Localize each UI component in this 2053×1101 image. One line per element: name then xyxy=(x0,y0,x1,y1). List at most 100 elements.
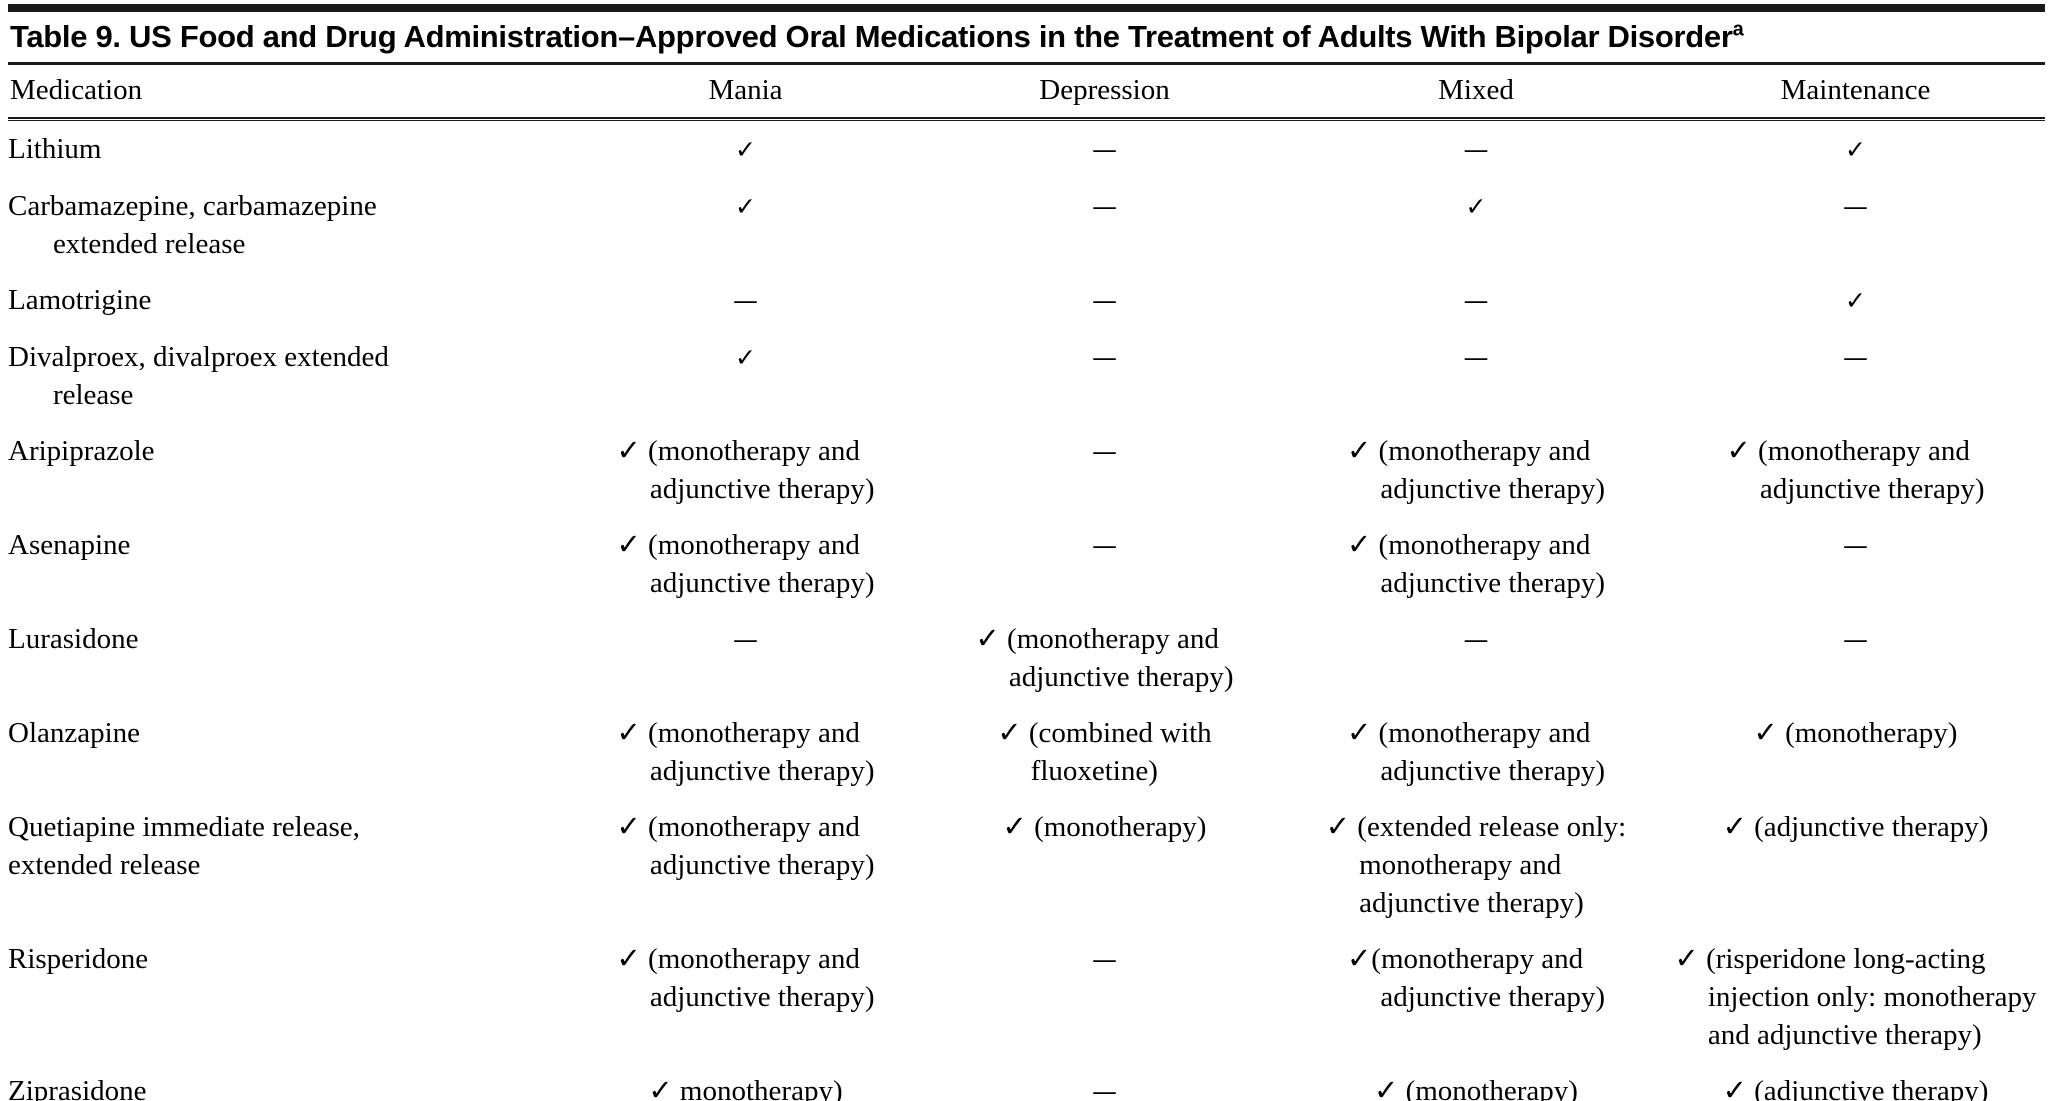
cell-mixed: ✓ (monotherapy and adjunctive therapy) xyxy=(1286,517,1666,611)
cell-value: ✓ (monotherapy and adjunctive therapy) xyxy=(1347,529,1605,599)
cell-mixed: ✓ xyxy=(1286,178,1666,272)
cell-mania: ✓ (monotherapy and adjunctive therapy) xyxy=(568,931,923,1063)
cell-value: ✓ (monotherapy) xyxy=(1374,1075,1578,1101)
cell-mixed: ✓ (extended release only: monotherapy an… xyxy=(1286,799,1666,931)
table-row: Olanzapine ✓ (monotherapy and adjunctive … xyxy=(8,705,2045,799)
header-row: Medication Mania Depression Mixed Mainte… xyxy=(8,65,2045,117)
cell-maintenance: ✓ (monotherapy and adjunctive therapy) xyxy=(1666,423,2045,517)
cell-value: ✓ (monotherapy and adjunctive therapy) xyxy=(616,943,875,1013)
cell-value: ✓ (monotherapy) xyxy=(1753,717,1958,749)
cell-value: — xyxy=(1843,625,1868,654)
cell-value: — xyxy=(733,625,758,654)
cell-value: ✓ (monotherapy and adjunctive therapy) xyxy=(616,811,875,881)
cell-value: ✓ (monotherapy and adjunctive therapy) xyxy=(1347,717,1605,787)
cell-mixed: ✓ (monotherapy and adjunctive therapy) xyxy=(1286,423,1666,517)
cell-depression: ✓ (monotherapy) xyxy=(923,799,1286,931)
cell-mania: ✓ (monotherapy and adjunctive therapy) xyxy=(568,517,923,611)
cell-mixed: ✓(monotherapy and adjunctive therapy) xyxy=(1286,931,1666,1063)
column-header-medication: Medication xyxy=(10,74,143,106)
table-row: Lamotrigine — — — ✓ xyxy=(8,272,2045,329)
medication-name-continuation: release xyxy=(52,379,134,411)
table-title: Table 9. US Food and Drug Administration… xyxy=(8,12,2045,62)
cell-mixed: — xyxy=(1286,272,1666,329)
medication-name: Divalproex, divalproex extended xyxy=(8,341,389,373)
table-title-footnote-marker: a xyxy=(1732,18,1744,41)
medication-name: Asenapine xyxy=(8,529,131,561)
cell-depression: ✓ (combined with fluoxetine) xyxy=(923,705,1286,799)
table-top-rule xyxy=(8,4,2045,12)
cell-value: ✓ xyxy=(1465,192,1487,221)
cell-value: ✓ (monotherapy) xyxy=(1002,811,1207,843)
cell-value: ✓ xyxy=(1845,286,1866,315)
table-row: Asenapine ✓ (monotherapy and adjunctive t… xyxy=(8,517,2045,611)
cell-mania: ✓ xyxy=(568,178,923,272)
cell-medication: Lithium xyxy=(8,121,568,178)
cell-value: ✓ (extended release only: monotherapy an… xyxy=(1325,811,1627,919)
medication-name: Lamotrigine xyxy=(8,284,152,316)
cell-value: ✓ xyxy=(735,343,756,372)
cell-mixed: — xyxy=(1286,611,1666,705)
cell-mania: ✓ (monotherapy and adjunctive therapy) xyxy=(568,423,923,517)
cell-depression: — xyxy=(923,423,1286,517)
medication-name: Olanzapine xyxy=(8,717,141,749)
cell-maintenance: ✓ (risperidone long-acting injection onl… xyxy=(1666,931,2045,1063)
table-row: Lithium✓——✓ xyxy=(8,121,2045,178)
table-title-rule xyxy=(8,62,2045,65)
cell-value: ✓ (combined with fluoxetine) xyxy=(997,717,1212,787)
medication-name: Lithium xyxy=(8,133,102,165)
table-row: Risperidone ✓ (monotherapy and adjunctive… xyxy=(8,931,2045,1063)
medication-name: Risperidone xyxy=(8,943,149,975)
table-row: Lurasidone—✓ (monotherapy and adjunctive… xyxy=(8,611,2045,705)
cell-medication: Ziprasidone xyxy=(8,1063,568,1101)
column-header-maintenance: Maintenance xyxy=(1780,74,1931,106)
cell-value: — xyxy=(1092,437,1117,466)
cell-value: ✓(monotherapy and adjunctive therapy) xyxy=(1347,943,1605,1013)
cell-maintenance: — xyxy=(1666,517,2045,611)
cell-mania: ✓ (monotherapy and adjunctive therapy) xyxy=(568,799,923,931)
column-header-mania: Mania xyxy=(708,74,783,106)
cell-value: — xyxy=(1463,343,1489,372)
cell-value: — xyxy=(1092,286,1117,315)
cell-mania: — xyxy=(568,611,923,705)
cell-mixed: — xyxy=(1286,121,1666,178)
cell-maintenance: ✓ (adjunctive therapy) xyxy=(1666,1063,2045,1101)
cell-value: — xyxy=(1092,343,1117,372)
cell-depression: — xyxy=(923,517,1286,611)
column-header-depression: Depression xyxy=(1039,74,1170,106)
cell-value: ✓ (monotherapy and adjunctive therapy) xyxy=(616,529,875,599)
cell-depression: ✓ (monotherapy and adjunctive therapy) xyxy=(923,611,1286,705)
cell-depression: — xyxy=(923,931,1286,1063)
cell-value: ✓ (risperidone long-acting injection onl… xyxy=(1674,943,2037,1051)
medication-name-continuation: extended release xyxy=(52,228,246,260)
medication-name: Lurasidone xyxy=(8,623,139,655)
cell-medication: Aripiprazole xyxy=(8,423,568,517)
cell-depression: — xyxy=(923,329,1286,423)
cell-mania: — xyxy=(568,272,923,329)
cell-mania: ✓ monotherapy) xyxy=(568,1063,923,1101)
cell-value: — xyxy=(1092,945,1117,974)
table-row: Divalproex, divalproex extended release ✓ —… xyxy=(8,329,2045,423)
cell-mixed: ✓ (monotherapy and adjunctive therapy) xyxy=(1286,705,1666,799)
medication-name: Quetiapine immediate release, xyxy=(8,811,360,843)
cell-maintenance: — xyxy=(1666,611,2045,705)
cell-value: — xyxy=(1843,343,1868,372)
cell-mixed: ✓ (monotherapy) xyxy=(1286,1063,1666,1101)
cell-mania: ✓ (monotherapy and adjunctive therapy) xyxy=(568,705,923,799)
medication-name: Ziprasidone xyxy=(8,1075,147,1101)
cell-medication: Risperidone xyxy=(8,931,568,1063)
cell-maintenance: ✓ (monotherapy) xyxy=(1666,705,2045,799)
cell-medication: Lurasidone xyxy=(8,611,568,705)
cell-mania: ✓ xyxy=(568,121,923,178)
cell-medication: Divalproex, divalproex extended release xyxy=(8,329,568,423)
table-row: Aripiprazole ✓ (monotherapy and adjunctiv… xyxy=(8,423,2045,517)
cell-value: ✓ (monotherapy and adjunctive therapy) xyxy=(616,435,875,505)
cell-value: — xyxy=(1092,531,1117,560)
cell-value: ✓ (adjunctive therapy) xyxy=(1722,811,1989,843)
cell-mixed: — xyxy=(1286,329,1666,423)
cell-medication: Quetiapine immediate release,extended re… xyxy=(8,799,568,931)
